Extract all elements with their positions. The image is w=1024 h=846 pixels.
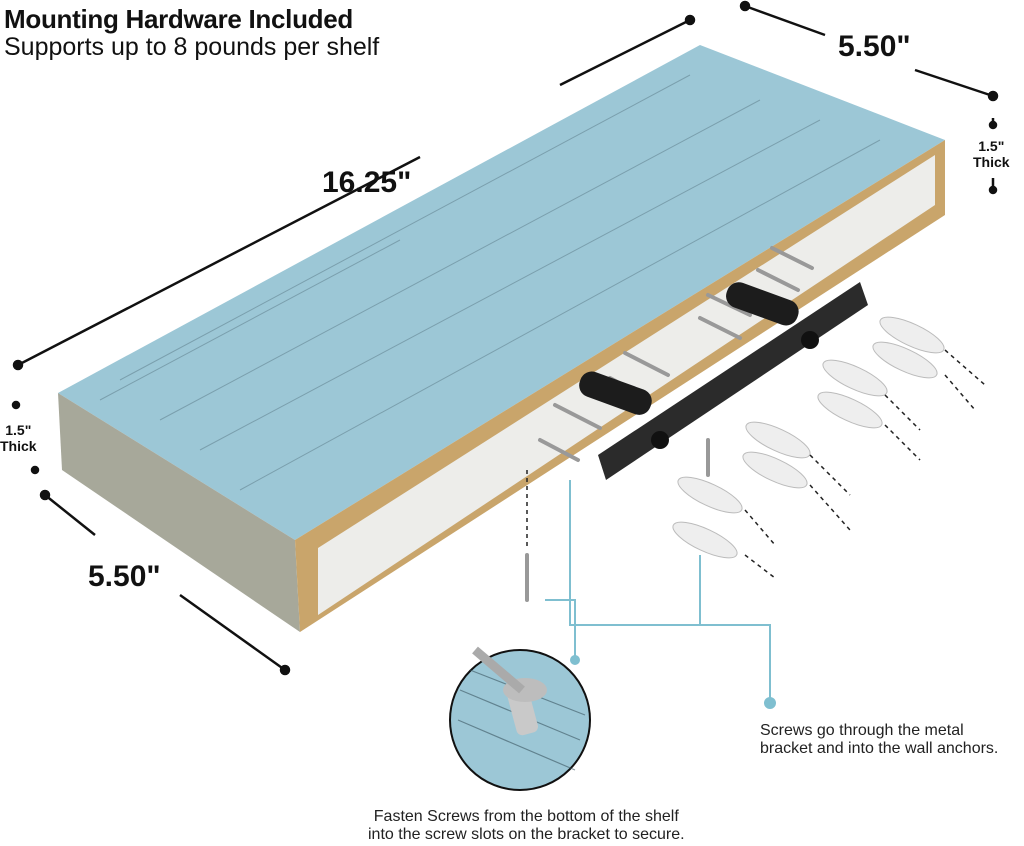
length-label: 16.25" [322,166,412,199]
thickness-left-label: 1.5" Thick [0,422,37,454]
subheadline: Supports up to 8 pounds per shelf [4,33,380,61]
depth-left-label: 5.50" [88,560,161,593]
thickness-right-label: 1.5" Thick [973,138,1010,170]
headline: Mounting Hardware Included [4,4,353,34]
bottom-note: Fasten Screws from the bottom of the she… [368,808,685,843]
shelf-end [58,393,300,632]
bottom-screw-inset [449,646,591,791]
depth-top-label: 5.50" [838,30,911,63]
metal-bracket [579,282,868,480]
shelf-top [58,45,945,540]
bracket-note: Screws go through the metal bracket and … [760,722,999,757]
